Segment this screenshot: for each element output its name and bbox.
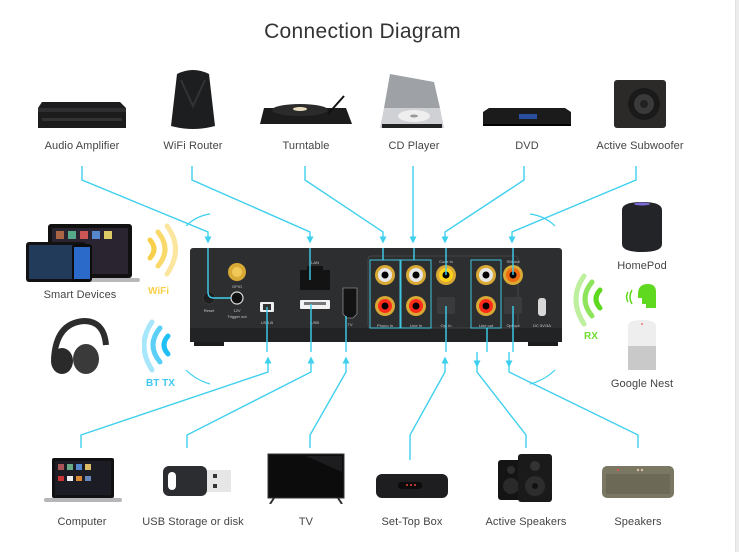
- device-headphones: [20, 315, 140, 385]
- rx-label: RX: [584, 331, 598, 342]
- device-dvd: DVD: [467, 90, 587, 162]
- dc-power-port: DC 5V/3A: [533, 298, 551, 328]
- device-homepod: HomePod: [582, 200, 702, 276]
- svg-text:Line out: Line out: [479, 323, 494, 328]
- smart-devices-icon: [26, 224, 140, 282]
- tv-icon: [267, 453, 345, 504]
- device-audio-amplifier: Audio Amplifier: [22, 82, 142, 162]
- dvd-player-icon: [483, 108, 571, 126]
- device-speakers: Speakers: [578, 452, 698, 536]
- wire-wifi-router: [191, 166, 314, 244]
- device-smart-devices: Smart Devices: [20, 222, 140, 306]
- voice-command-icon: [625, 284, 656, 308]
- portable-speaker-icon: [602, 466, 674, 498]
- audio-hub-rear-panel: GPIO Reset 12V Trigger out USB-B LAN: [190, 248, 562, 352]
- hdmi-tv-port: TV: [342, 287, 358, 327]
- receive-signal-icon: [573, 273, 603, 327]
- subwoofer-icon: [614, 80, 666, 128]
- scrollbar[interactable]: [735, 0, 739, 552]
- lan-port: LAN: [300, 260, 330, 290]
- wire-tv: [309, 356, 350, 448]
- wire-computer: [80, 356, 272, 448]
- amplifier-icon: [38, 102, 126, 128]
- device-cd-player: CD Player: [354, 68, 474, 162]
- wire-arc-right-bottom: [529, 369, 556, 385]
- svg-text:Line In: Line In: [410, 323, 422, 328]
- laptop-icon: [44, 458, 122, 502]
- device-wifi-router: WiFi Router: [133, 66, 253, 162]
- phono-in-rca-ports: Phono In: [375, 265, 395, 328]
- turntable-icon: [260, 95, 352, 124]
- svg-text:DC 5V/3A: DC 5V/3A: [533, 323, 551, 328]
- device-active-subwoofer: Active Subwoofer: [580, 70, 700, 162]
- bookshelf-speakers-icon: [498, 454, 552, 502]
- device-google-nest: Google Nest: [582, 318, 702, 394]
- wire-active-speakers: [476, 352, 527, 448]
- wire-turntable: [304, 166, 387, 244]
- wire-set-top-box: [409, 356, 449, 460]
- svg-text:Reset: Reset: [204, 308, 215, 313]
- device-set-top-box: Set-Top Box: [352, 468, 472, 536]
- svg-text:TV: TV: [347, 322, 352, 327]
- usb-a-port: USB: [300, 300, 330, 325]
- headphones-icon: [51, 317, 109, 374]
- wifi-signal-icon: [147, 223, 178, 277]
- wire-arc-left-bottom: [185, 369, 211, 385]
- line-in-rca-ports: Line In: [406, 265, 426, 328]
- svg-text:GPIO: GPIO: [232, 284, 242, 289]
- svg-text:Phono In: Phono In: [377, 323, 393, 328]
- homepod-icon: [622, 202, 662, 252]
- device-computer: Computer: [22, 452, 142, 536]
- device-usb-storage: USB Storage or disk: [133, 452, 253, 536]
- wire-arc-right-top: [529, 213, 556, 227]
- device-active-speakers: Active Speakers: [466, 452, 586, 536]
- wire-usb-storage: [186, 356, 315, 448]
- device-tv: TV: [246, 452, 366, 536]
- usb-stick-icon: [163, 466, 231, 496]
- router-icon: [171, 70, 215, 129]
- bluetooth-transmit-icon: [142, 319, 171, 373]
- gpio-antenna-port: GPIO: [228, 263, 246, 289]
- device-turntable: Turntable: [246, 82, 366, 162]
- google-nest-icon: [628, 320, 656, 370]
- line-out-rca-ports: Line out: [476, 265, 496, 328]
- svg-text:USB: USB: [311, 320, 320, 325]
- wire-subwoofer: [508, 166, 637, 244]
- wire-dvd: [441, 166, 525, 244]
- svg-text:Trigger out: Trigger out: [227, 314, 247, 319]
- cd-player-icon: [380, 74, 444, 128]
- svg-text:LAN: LAN: [311, 260, 319, 265]
- bt-tx-label: BT TX: [146, 378, 175, 389]
- wire-audio-amplifier: [81, 166, 212, 244]
- wifi-label: WiFi: [148, 286, 170, 297]
- svg-text:12V: 12V: [233, 308, 240, 313]
- set-top-box-icon: [376, 474, 448, 498]
- page-title: Connection Diagram: [264, 20, 461, 43]
- wire-arc-left-top: [185, 213, 211, 227]
